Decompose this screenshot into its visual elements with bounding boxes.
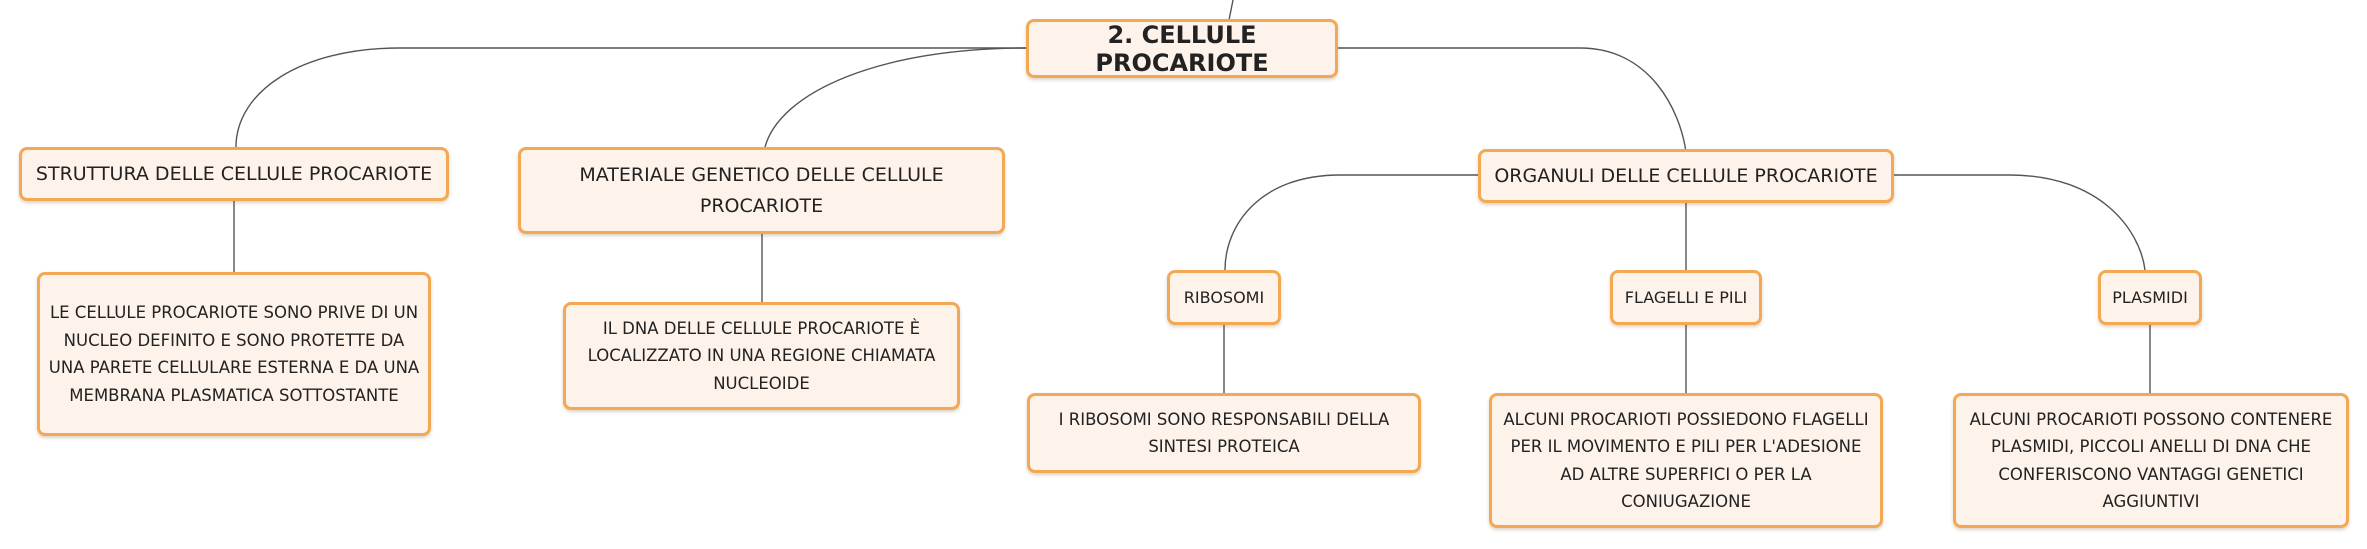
connector-organelles-plasmids xyxy=(1894,174,2146,271)
connector-root-structure xyxy=(235,47,1026,148)
genetic-detail-text: IL DNA DELLE CELLULE PROCARIOTE È LOCALI… xyxy=(587,318,936,393)
structure-node[interactable]: STRUTTURA DELLE CELLULE PROCARIOTE xyxy=(19,147,449,201)
plasmids-title: PLASMIDI xyxy=(2112,288,2188,307)
root-label: 2. CELLULE PROCARIOTE xyxy=(1095,20,1269,77)
structure-detail-text: LE CELLULE PROCARIOTE SONO PRIVE DI UN N… xyxy=(48,303,420,405)
connector-root-organelles xyxy=(1338,47,1687,153)
ribosomes-detail-text: I RIBOSOMI SONO RESPONSABILI DELLA SINTE… xyxy=(1058,409,1390,457)
root-node[interactable]: 2. CELLULE PROCARIOTE xyxy=(1026,19,1338,78)
plasmids-detail-node[interactable]: ALCUNI PROCARIOTI POSSONO CONTENERE PLAS… xyxy=(1953,393,2349,528)
flagella-detail-text: ALCUNI PROCARIOTI POSSIEDONO FLAGELLI PE… xyxy=(1503,409,1869,512)
flagella-pili-title: FLAGELLI E PILI xyxy=(1624,288,1748,307)
connector-root-genetic xyxy=(764,47,1027,148)
structure-title: STRUTTURA DELLE CELLULE PROCARIOTE xyxy=(35,162,433,185)
flagella-detail-node[interactable]: ALCUNI PROCARIOTI POSSIEDONO FLAGELLI PE… xyxy=(1489,393,1883,528)
connector-organelles-ribosomes xyxy=(1224,174,1478,271)
flagella-pili-node[interactable]: FLAGELLI E PILI xyxy=(1610,270,1762,325)
genetic-detail-node[interactable]: IL DNA DELLE CELLULE PROCARIOTE È LOCALI… xyxy=(563,302,960,410)
plasmids-node[interactable]: PLASMIDI xyxy=(2098,270,2202,325)
structure-detail-node[interactable]: LE CELLULE PROCARIOTE SONO PRIVE DI UN N… xyxy=(37,272,431,436)
ribosomes-node[interactable]: RIBOSOMI xyxy=(1167,270,1281,325)
plasmids-detail-text: ALCUNI PROCARIOTI POSSONO CONTENERE PLAS… xyxy=(1969,409,2333,512)
organelles-node[interactable]: ORGANULI DELLE CELLULE PROCARIOTE xyxy=(1478,149,1894,203)
connector-parent-root xyxy=(1228,0,1234,21)
genetic-material-node[interactable]: MATERIALE GENETICO DELLE CELLULE PROCARI… xyxy=(518,147,1005,234)
ribosomes-title: RIBOSOMI xyxy=(1183,288,1265,307)
genetic-material-title: MATERIALE GENETICO DELLE CELLULE PROCARI… xyxy=(579,163,944,217)
organelles-title: ORGANULI DELLE CELLULE PROCARIOTE xyxy=(1494,164,1878,187)
ribosomes-detail-node[interactable]: I RIBOSOMI SONO RESPONSABILI DELLA SINTE… xyxy=(1027,393,1421,473)
